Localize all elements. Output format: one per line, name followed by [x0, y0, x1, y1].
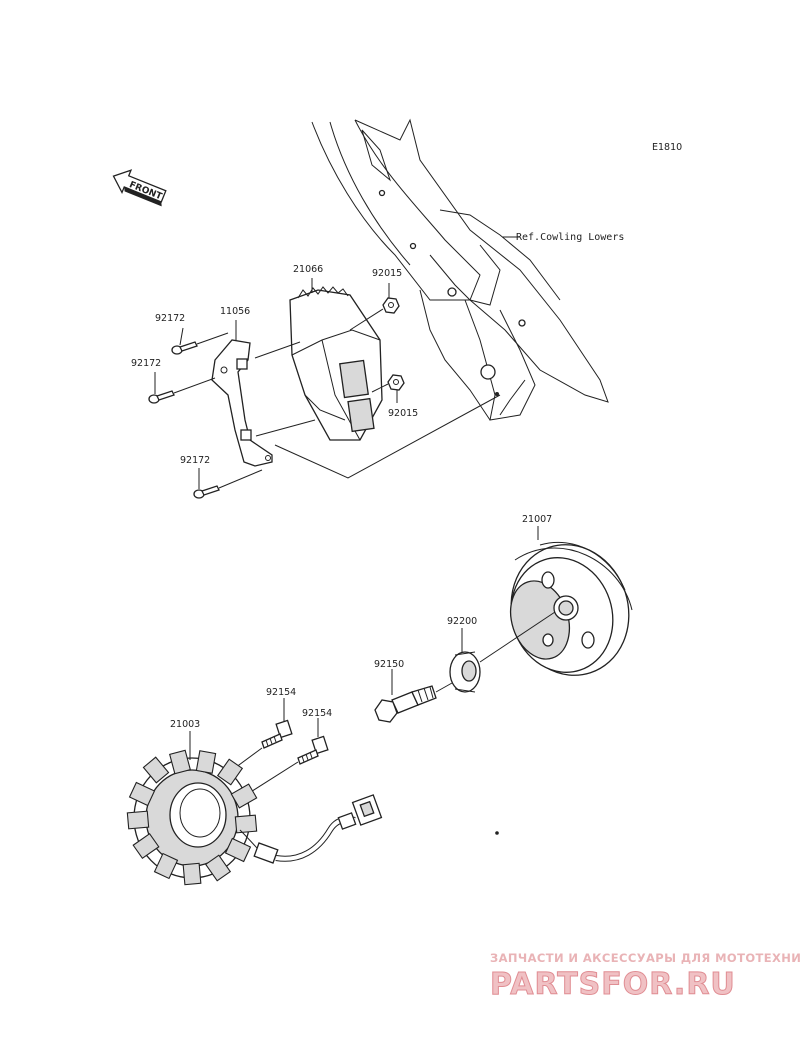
part-label-92154-a: 92154: [266, 687, 296, 698]
bolt-92172-b: [148, 390, 175, 404]
part-label-92150: 92150: [374, 659, 404, 670]
part-label-92200: 92200: [447, 616, 477, 627]
stator-coil: [126, 749, 383, 886]
watermark-brand: PARTSFOR.RU: [490, 967, 736, 1002]
front-arrow-icon: FRONT: [112, 169, 167, 207]
regulator-rectifier: [289, 286, 383, 441]
nut-92015-top: [382, 297, 400, 314]
part-label-21007: 21007: [522, 514, 552, 525]
guide-bracket-top: [254, 341, 301, 359]
reference-label: Ref.Cowling Lowers: [516, 232, 624, 243]
guide-92150: [435, 682, 453, 693]
bolt-92150: [374, 685, 437, 723]
guide-mount-frame: [274, 394, 501, 479]
bolt-92172-a: [171, 341, 198, 355]
bracket-11056: [211, 339, 273, 467]
part-label-92172-c: 92172: [180, 455, 210, 466]
washer-92200: [449, 651, 481, 693]
bolt-92172-c: [193, 485, 220, 499]
reference-dot: [495, 831, 499, 835]
part-label-92015-bottom: 92015: [388, 408, 418, 419]
rotor-flywheel: [509, 541, 633, 676]
part-label-21066: 21066: [293, 264, 323, 275]
bolt-92154-b: [297, 735, 329, 765]
part-label-11056: 11056: [220, 306, 250, 317]
diagram-code: E1810: [652, 142, 682, 153]
part-label-92015-top: 92015: [372, 268, 402, 279]
guide-92172-c: [218, 469, 263, 489]
frame-bolt-hole: [495, 392, 499, 396]
part-label-92172-a: 92172: [155, 313, 185, 324]
guide-92172-a: [196, 332, 229, 345]
guide-92200: [479, 611, 556, 663]
guide-92172-b: [173, 377, 216, 394]
part-label-92154-b: 92154: [302, 708, 332, 719]
bolt-92154-a: [261, 719, 293, 749]
guide-bracket-bottom: [255, 419, 316, 437]
part-label-21003: 21003: [170, 719, 200, 730]
leader-92172-a: [179, 327, 184, 346]
frame-cowling-outline: [311, 118, 609, 421]
watermark-tagline: ЗАПЧАСТИ И АКСЕССУАРЫ ДЛЯ МОТОТЕХНИКИ: [490, 951, 800, 965]
guide-92015-top: [349, 308, 384, 331]
part-label-92172-b: 92172: [131, 358, 161, 369]
guide-92015-bottom: [371, 383, 389, 393]
nut-92015-bottom: [387, 374, 405, 391]
